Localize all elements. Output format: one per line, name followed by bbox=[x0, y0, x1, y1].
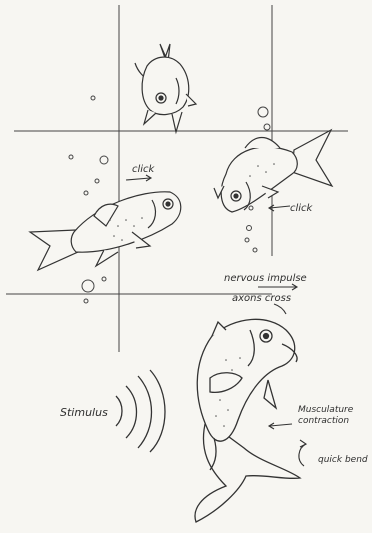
click-label-left: click bbox=[132, 164, 156, 175]
nervous-impulse-label: nervous impulse bbox=[224, 273, 307, 284]
fish-body bbox=[142, 57, 189, 115]
fish-pupil bbox=[166, 202, 170, 206]
fish-pupil bbox=[264, 334, 269, 339]
quick-bend-label: quick bend bbox=[318, 455, 368, 465]
musculature-label-line1: Musculature bbox=[298, 405, 354, 415]
axons-cross-label: axons cross bbox=[232, 293, 291, 304]
click-label-right: click bbox=[290, 203, 314, 214]
fish-pupil bbox=[159, 96, 163, 100]
musculature-label-line2: contraction bbox=[298, 416, 349, 426]
fish-pupil bbox=[234, 194, 238, 198]
stimulus-label: Stimulus bbox=[60, 406, 108, 419]
